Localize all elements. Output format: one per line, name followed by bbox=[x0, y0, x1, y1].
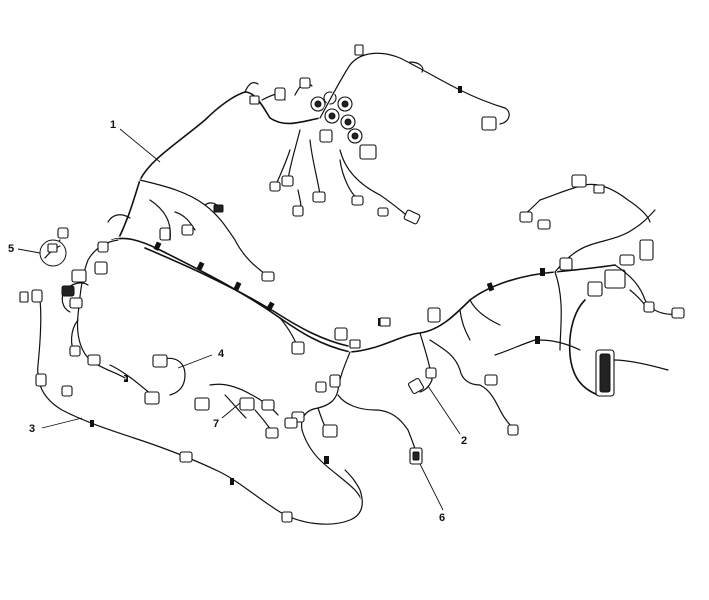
lower-left-connector-cluster bbox=[194, 383, 298, 439]
callout-1: 1 bbox=[110, 119, 116, 131]
upper-left-branches bbox=[107, 178, 275, 282]
top-connector-cluster bbox=[244, 77, 421, 225]
callout-4: 4 bbox=[218, 348, 225, 360]
callout-5: 5 bbox=[8, 243, 14, 255]
callout-3: 3 bbox=[29, 423, 35, 435]
right-branches bbox=[494, 174, 685, 398]
lower-long-harness bbox=[19, 289, 364, 526]
center-lower-branches bbox=[407, 299, 519, 436]
main-harness-trunk bbox=[109, 89, 618, 355]
callout-leaders bbox=[17, 128, 461, 511]
callout-7: 7 bbox=[213, 418, 219, 430]
left-harness bbox=[39, 227, 127, 380]
callout-labels: 1 2 3 4 5 6 7 bbox=[8, 119, 467, 524]
callout-6: 6 bbox=[439, 512, 445, 524]
callout-2: 2 bbox=[461, 435, 467, 447]
lower-center-harness bbox=[279, 317, 423, 513]
top-right-branch bbox=[318, 44, 511, 131]
center-left-branch bbox=[109, 354, 186, 405]
